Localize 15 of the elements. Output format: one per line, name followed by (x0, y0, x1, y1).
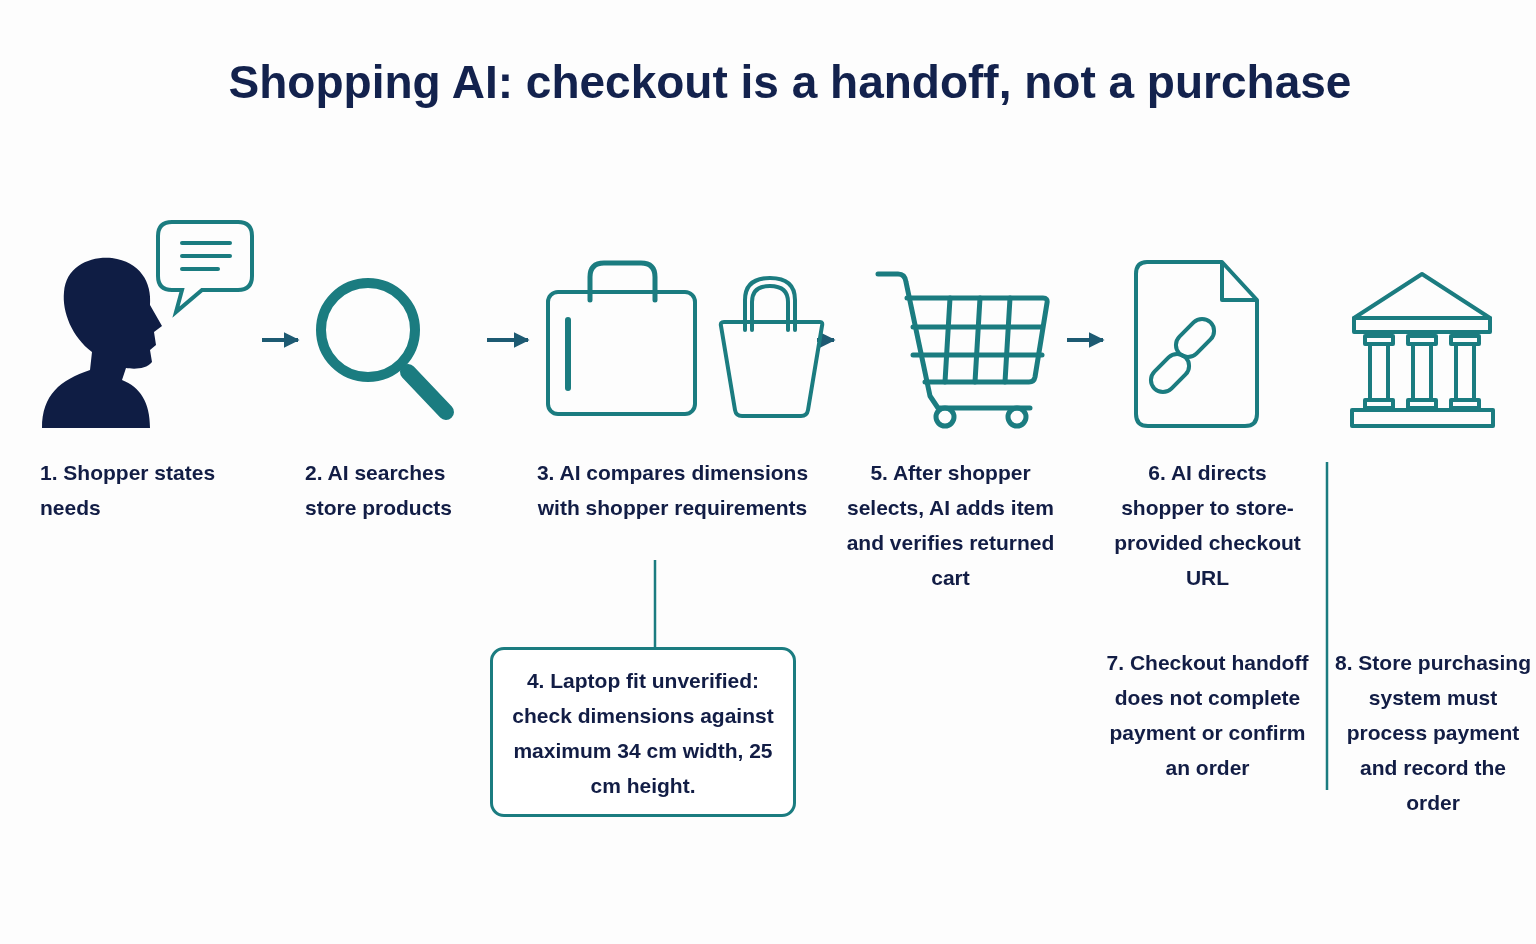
diagram-title: Shopping AI: checkout is a handoff, not a purchase (227, 55, 1353, 109)
arrow (262, 332, 300, 348)
arrow (487, 332, 530, 348)
step-text: 1. Shopper states needs (40, 460, 217, 521)
step-text: 6. AI directs shopper to store-provided checkout URL (1113, 460, 1302, 591)
step-text: 3. AI compares dimensions with shopper requirements (535, 460, 810, 521)
step-text: 4. Laptop fit unverified: check dimensions against maximum 34 cm width, 25 cm height. (511, 668, 775, 799)
step-text: 7. Checkout handoff does not complete payment or confirm an order (1105, 650, 1310, 781)
step-text: 2. AI searches store products (305, 460, 454, 521)
step-text: 5. After shopper selects, AI adds item and verifies returned cart (845, 460, 1056, 591)
callout-box (490, 647, 796, 817)
connector-line (653, 560, 657, 647)
arrow (1067, 332, 1105, 348)
step-text: 8. Store purchasing system must process payment and record the order (1333, 650, 1532, 816)
arrow (817, 332, 836, 348)
